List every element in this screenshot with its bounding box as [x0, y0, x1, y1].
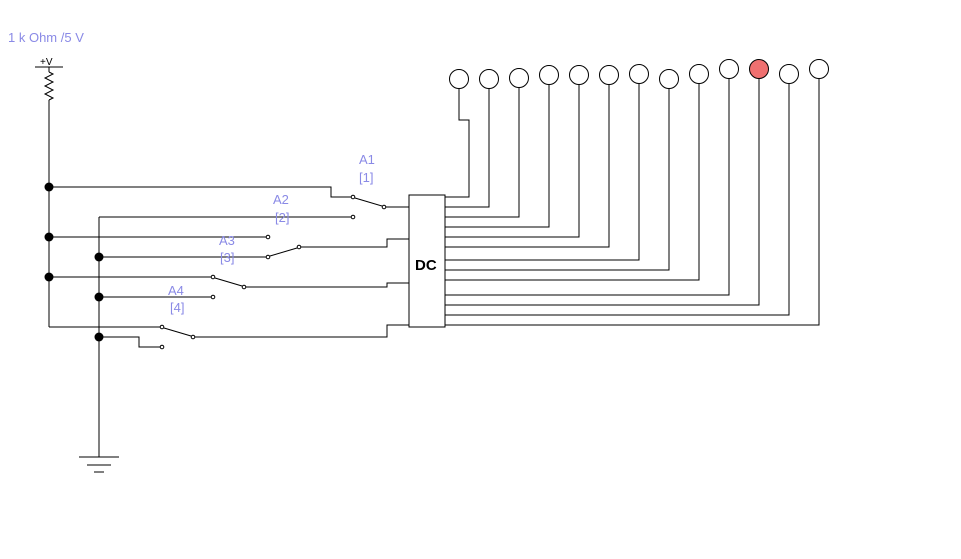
lamp-icon	[539, 65, 559, 85]
lamp-icon	[779, 64, 799, 84]
lamp-icon	[599, 65, 619, 85]
output-wire	[445, 83, 700, 281]
output-wire	[445, 88, 490, 208]
ground-icon	[79, 456, 119, 473]
pullup-resistor	[43, 71, 55, 101]
lamp-icon	[809, 59, 829, 79]
switch-a1[interactable]	[49, 186, 409, 220]
output-wire	[445, 84, 580, 238]
output-wire	[445, 84, 610, 248]
output-wire	[445, 84, 550, 228]
lamp-icon	[659, 69, 679, 89]
output-wire	[445, 78, 760, 306]
decoder-outputs	[445, 78, 820, 326]
output-wire	[445, 83, 790, 316]
output-wire	[445, 88, 670, 271]
junctions	[44, 182, 104, 342]
lamp-icon	[689, 64, 709, 84]
switch-a2-key: [2]	[275, 210, 289, 225]
switch-a3[interactable]	[49, 274, 409, 300]
supply-label: 1 k Ohm /5 V	[8, 30, 84, 45]
vcc-label: +V	[40, 57, 53, 68]
decoder-label: DC	[415, 257, 437, 274]
lamp-icon	[719, 59, 739, 79]
output-wire	[445, 88, 470, 198]
lamp-icon	[479, 69, 499, 89]
lamp-icon	[629, 64, 649, 84]
switch-a1-key: [1]	[359, 170, 373, 185]
lamp-icon	[449, 69, 469, 89]
lamp-icon	[509, 68, 529, 88]
switch-a2-label: A2	[273, 192, 289, 207]
switch-a4[interactable]	[49, 324, 409, 350]
vcc-source: +V	[35, 57, 63, 72]
lamp-lit-icon	[749, 59, 769, 79]
switch-a3-key: [3]	[220, 250, 234, 265]
output-wire	[445, 83, 640, 261]
decoder-block: DC	[408, 194, 446, 328]
output-wire	[445, 87, 520, 218]
output-wire	[445, 78, 820, 326]
switch-a4-label: A4	[168, 283, 184, 298]
switch-a3-label: A3	[219, 233, 235, 248]
switch-a1-label: A1	[359, 152, 375, 167]
switch-a2[interactable]	[49, 234, 409, 260]
lamp-icon	[569, 65, 589, 85]
switch-a4-key: [4]	[170, 300, 184, 315]
output-wire	[445, 78, 730, 296]
output-lamps	[449, 59, 829, 89]
